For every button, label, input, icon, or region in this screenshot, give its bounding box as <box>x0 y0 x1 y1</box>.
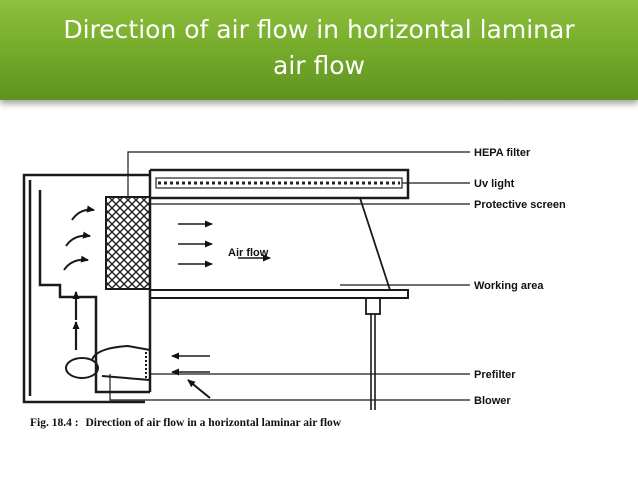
cabinet-body <box>22 168 410 404</box>
curved-airflow-arrows <box>63 205 211 399</box>
protective-screen <box>359 197 391 291</box>
working-area-label: Working area <box>474 280 544 292</box>
horizontal-airflow-arrows <box>171 220 271 376</box>
leader-lines <box>109 151 470 401</box>
figure-number: Fig. 18.4 : <box>30 417 79 429</box>
slide-title-line-2: air flow <box>273 51 365 80</box>
uv-light-tube <box>155 177 403 189</box>
uv-light-label: Uv light <box>474 178 515 190</box>
working-area-table <box>149 289 409 410</box>
slide-title: Direction of air flow in horizontal lami… <box>19 12 619 84</box>
laminar-flow-diagram: Air flow HEPA filter Uv light Protective… <box>0 108 638 479</box>
hepa-filter-label: HEPA filter <box>474 147 531 159</box>
blower <box>65 344 151 382</box>
air-flow-label: Air flow <box>228 247 269 259</box>
blower-label: Blower <box>474 395 511 407</box>
slide-title-line-1: Direction of air flow in horizontal lami… <box>63 15 575 44</box>
diagram-svg: Air flow HEPA filter Uv light Protective… <box>22 147 566 429</box>
protective-screen-label: Protective screen <box>474 199 566 211</box>
title-bar: Direction of air flow in horizontal lami… <box>0 0 638 100</box>
figure-caption-text: Direction of air flow in a horizontal la… <box>85 417 341 429</box>
figure-caption: Fig. 18.4 : Direction of air flow in a h… <box>30 417 342 429</box>
prefilter-label: Prefilter <box>474 369 516 381</box>
hepa-filter <box>105 196 151 290</box>
